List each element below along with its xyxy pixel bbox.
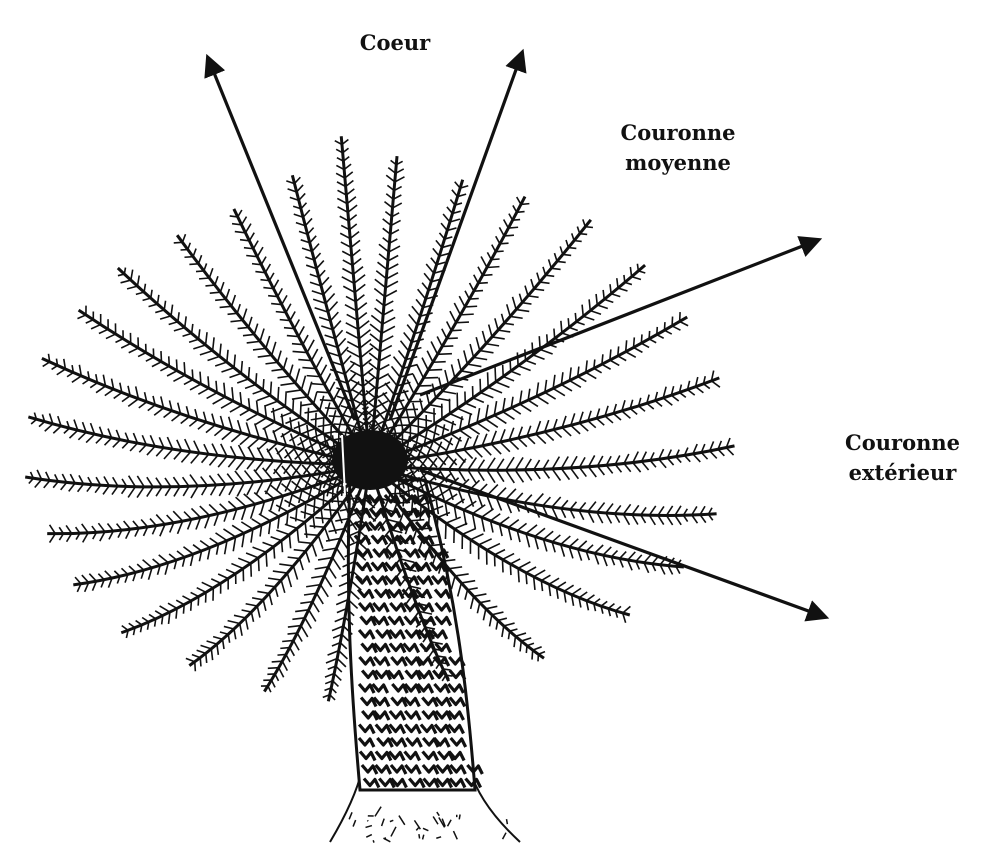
label-coeur: Coeur <box>345 28 445 58</box>
label-couronne-exterieur: Couronne extérieur <box>820 428 985 488</box>
label-couronne-moyenne: Couronne moyenne <box>598 118 758 178</box>
